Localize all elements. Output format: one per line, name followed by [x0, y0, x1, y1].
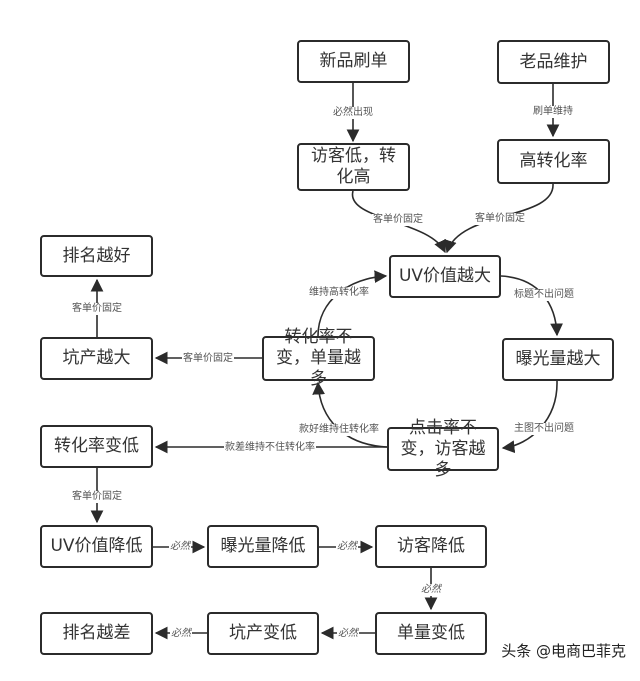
- node-uv-value-lower: UV价值降低: [40, 525, 153, 568]
- edge-label-inevitably-appears: 必然出现: [332, 107, 374, 119]
- edge-label-inevitably-5: 必然: [170, 628, 192, 640]
- node-uv-value-larger: UV价值越大: [389, 255, 501, 298]
- edge-label-maintain-high-conversion: 维持高转化率: [308, 287, 370, 299]
- edge-label-fixed-price-uv-lower: 客单价固定: [71, 491, 123, 503]
- watermark: 头条 @电商巴菲克: [501, 642, 626, 660]
- edge-label-main-image-no-problem: 主图不出问题: [513, 423, 575, 435]
- node-high-conversion-rate: 高转化率: [497, 139, 610, 184]
- edge-label-inevitably-4: 必然: [337, 628, 359, 640]
- edge-label-brush-maintain: 刷单维持: [532, 106, 574, 118]
- node-new-product-brushing: 新品刷单: [297, 40, 410, 83]
- node-ctr-same-visitors-more: 点击率不变，访客越多: [387, 418, 499, 480]
- edge-uv-to-exposure: [500, 275, 564, 337]
- node-pit-output-lower: 坑产变低: [207, 612, 319, 655]
- edge-label-fixed-price-left: 客单价固定: [372, 214, 424, 226]
- node-orders-lower: 单量变低: [375, 612, 487, 655]
- node-conversion-same-orders-more: 转化率不变，单量越多: [262, 327, 375, 389]
- node-low-visitors-high-conversion: 访客低，转化高: [297, 143, 410, 191]
- node-exposure-lower: 曝光量降低: [207, 525, 319, 568]
- node-ranking-worse: 排名越差: [40, 612, 153, 655]
- edge-label-inevitably-3: 必然: [420, 584, 442, 596]
- edge-exposure-to-ctr: [501, 380, 558, 454]
- edge-label-title-no-problem: 标题不出问题: [513, 289, 575, 301]
- edge-ctr-to-conv-same: [312, 381, 388, 448]
- node-visitors-lower: 访客降低: [375, 525, 487, 568]
- edge-label-good-maintains-conversion: 款好维持住转化率: [298, 424, 380, 436]
- edge-label-bad-cannot-maintain: 款差维持不住转化率: [224, 442, 316, 454]
- edge-label-inevitably-1: 必然: [169, 541, 191, 553]
- node-old-product-maintenance: 老品维护: [497, 40, 610, 84]
- edge-label-fixed-price-right: 客单价固定: [474, 213, 526, 225]
- edge-label-inevitably-2: 必然: [336, 541, 358, 553]
- node-ranking-better: 排名越好: [40, 235, 153, 277]
- node-conversion-lower: 转化率变低: [40, 425, 153, 468]
- edge-label-fixed-price-pit: 客单价固定: [182, 353, 234, 365]
- node-exposure-larger: 曝光量越大: [502, 338, 614, 381]
- node-pit-output-larger: 坑产越大: [40, 337, 153, 380]
- edge-label-fixed-price-rank: 客单价固定: [71, 303, 123, 315]
